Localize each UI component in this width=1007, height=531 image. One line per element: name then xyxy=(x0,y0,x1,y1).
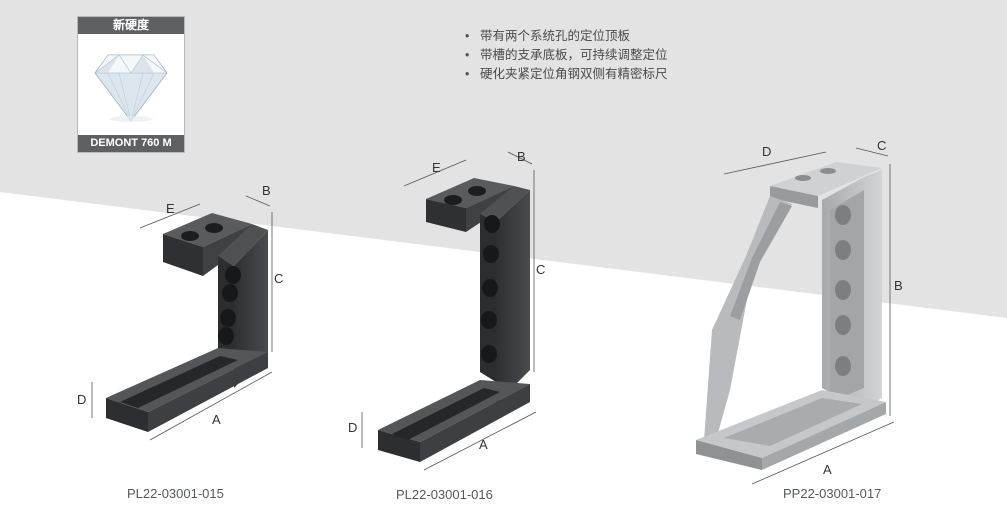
feature-list: 带有两个系统孔的定位顶板 带槽的支承底板，可持续调整定位 硬化夹紧定位角钢双侧有… xyxy=(462,27,668,84)
badge-title: 新硬度 xyxy=(78,17,184,34)
dim-label-c: C xyxy=(274,271,283,286)
dim-label-a: A xyxy=(823,462,832,477)
dim-label-c: C xyxy=(536,262,545,277)
diamond-icon xyxy=(94,54,168,122)
dim-label-b: B xyxy=(894,278,903,293)
angle-plate-017 xyxy=(696,162,886,470)
dim-label-b: B xyxy=(517,149,526,164)
dim-label-e: E xyxy=(166,201,175,216)
dimension-lines-015: E B C A D xyxy=(77,183,283,441)
angle-plate-016 xyxy=(378,178,530,462)
material-badge: 新硬度 DEMONT 760 M xyxy=(77,16,185,153)
dim-label-c: C xyxy=(877,138,886,153)
dim-label-d: D xyxy=(762,144,771,159)
part-number: PL22-03001-016 xyxy=(396,487,493,502)
badge-material: DEMONT 760 M xyxy=(78,135,184,152)
angle-plate-015 xyxy=(106,213,268,432)
dim-label-a: A xyxy=(479,437,488,452)
feature-item: 带槽的支承底板，可持续调整定位 xyxy=(462,46,668,65)
dim-label-a: A xyxy=(212,412,221,427)
dim-label-d: D xyxy=(77,392,86,407)
part-number: PP22-03001-017 xyxy=(783,486,882,501)
feature-item: 硬化夹紧定位角钢双侧有精密标尺 xyxy=(462,65,668,84)
part-number: PL22-03001-015 xyxy=(127,486,224,501)
feature-item: 带有两个系统孔的定位顶板 xyxy=(462,27,668,46)
dimension-lines-017: D C B A xyxy=(723,138,903,485)
dim-label-b: B xyxy=(262,183,271,198)
dim-label-e: E xyxy=(432,160,441,175)
dimension-lines-016: E B C A D xyxy=(348,149,545,471)
dim-label-d: D xyxy=(348,420,357,435)
